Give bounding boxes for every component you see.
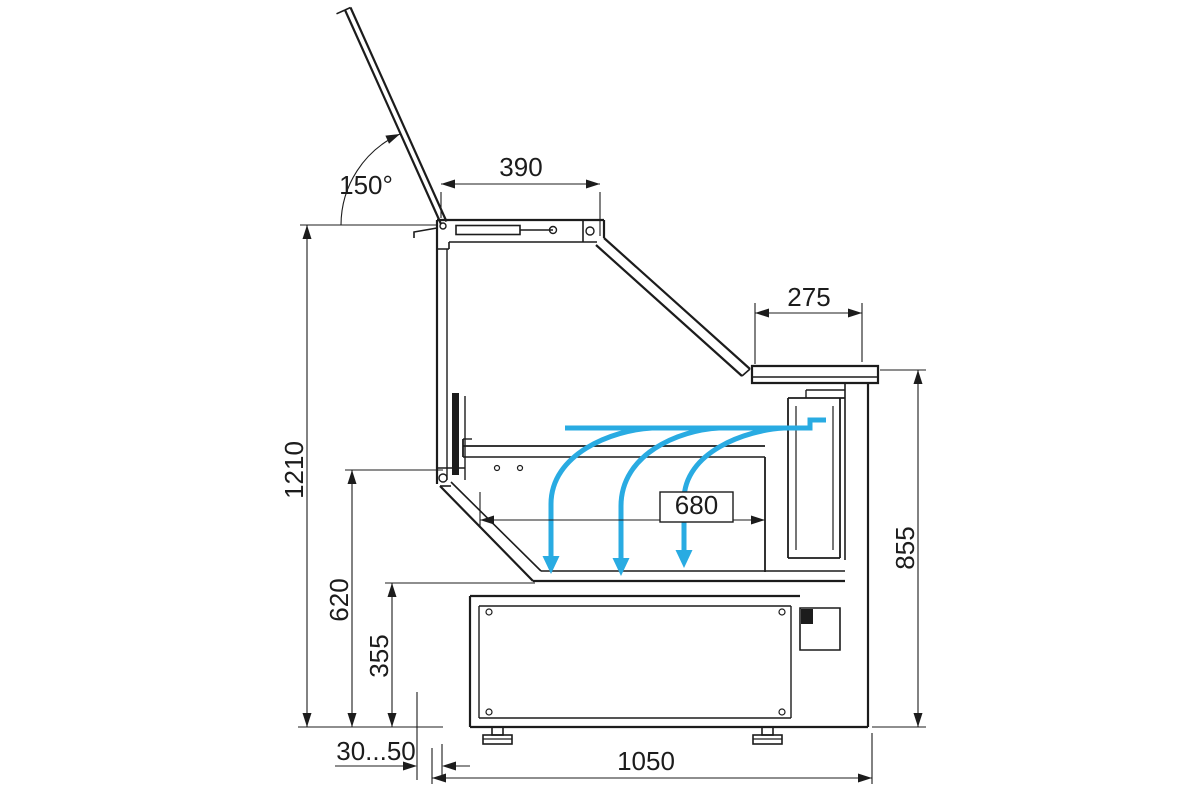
- dim-label-top-width: 390: [499, 152, 542, 182]
- dim-well-height: 355: [364, 582, 535, 727]
- adjustable-feet: [482, 726, 783, 745]
- air-arrowhead-1: [542, 556, 560, 574]
- hinge-pivot: [439, 222, 447, 230]
- dim-rear-height: 855: [872, 369, 926, 728]
- dim-label-overall-height: 1210: [279, 441, 309, 499]
- right-foot-stem: [761, 726, 774, 736]
- rear-wall: [844, 383, 870, 727]
- rear-duct-compartment: [787, 389, 845, 559]
- rear-worktop-shelf: [750, 364, 880, 385]
- dimensions: 150° 390 275 1210 62: [279, 133, 926, 784]
- deck-drain-hole: [516, 464, 524, 472]
- left-foot-stem: [491, 726, 504, 736]
- gas-strut: [455, 224, 521, 236]
- dim-overall-height: 1210: [279, 224, 443, 728]
- case-structure: [336, 6, 880, 745]
- dim-label-display-depth: 680: [675, 490, 718, 520]
- dim-base-depth: 1050: [431, 733, 873, 784]
- front-post: [435, 249, 466, 484]
- dim-label-front-height: 620: [324, 578, 354, 621]
- dim-label-worktop-depth: 275: [787, 282, 830, 312]
- dim-label-rear-height: 855: [890, 526, 920, 569]
- dim-label-well-height: 355: [364, 634, 394, 677]
- dim-front-height: 620: [324, 469, 443, 727]
- condenser-detail: [801, 609, 813, 624]
- strut-bar: [452, 393, 459, 475]
- lower-pivot: [438, 473, 448, 483]
- airflow-arrows: [542, 417, 826, 576]
- dim-label-base-depth: 1050: [617, 746, 675, 776]
- deck-drain-hole: [493, 464, 501, 472]
- fixed-glass-panel: [595, 237, 751, 377]
- dim-lid-angle: 150°: [339, 133, 401, 226]
- screw: [485, 608, 493, 616]
- dim-foot-range: 30...50: [335, 692, 470, 780]
- dim-label-lid-angle: 150°: [339, 170, 393, 200]
- screw: [778, 608, 786, 616]
- air-supply-line: [565, 417, 826, 431]
- screw: [778, 708, 786, 716]
- dim-worktop-depth: 275: [754, 282, 863, 364]
- base-cabinet: [468, 594, 868, 729]
- dim-display-depth: 680: [479, 490, 765, 528]
- screw: [485, 708, 493, 716]
- air-curve-2: [618, 425, 720, 558]
- dim-label-foot-range: 30...50: [336, 736, 416, 766]
- canopy: [435, 218, 606, 250]
- display-deck: [462, 438, 766, 572]
- dim-top-width: 390: [440, 152, 601, 236]
- well-bottom: [439, 481, 845, 583]
- open-glass-lid: [336, 6, 448, 238]
- air-arrowhead-3: [675, 550, 693, 568]
- air-curve-1: [548, 425, 653, 556]
- arc-arrowhead: [385, 134, 400, 144]
- condenser-box: [799, 607, 841, 651]
- dim-label-box: [659, 491, 734, 523]
- air-arrowhead-2: [612, 558, 630, 576]
